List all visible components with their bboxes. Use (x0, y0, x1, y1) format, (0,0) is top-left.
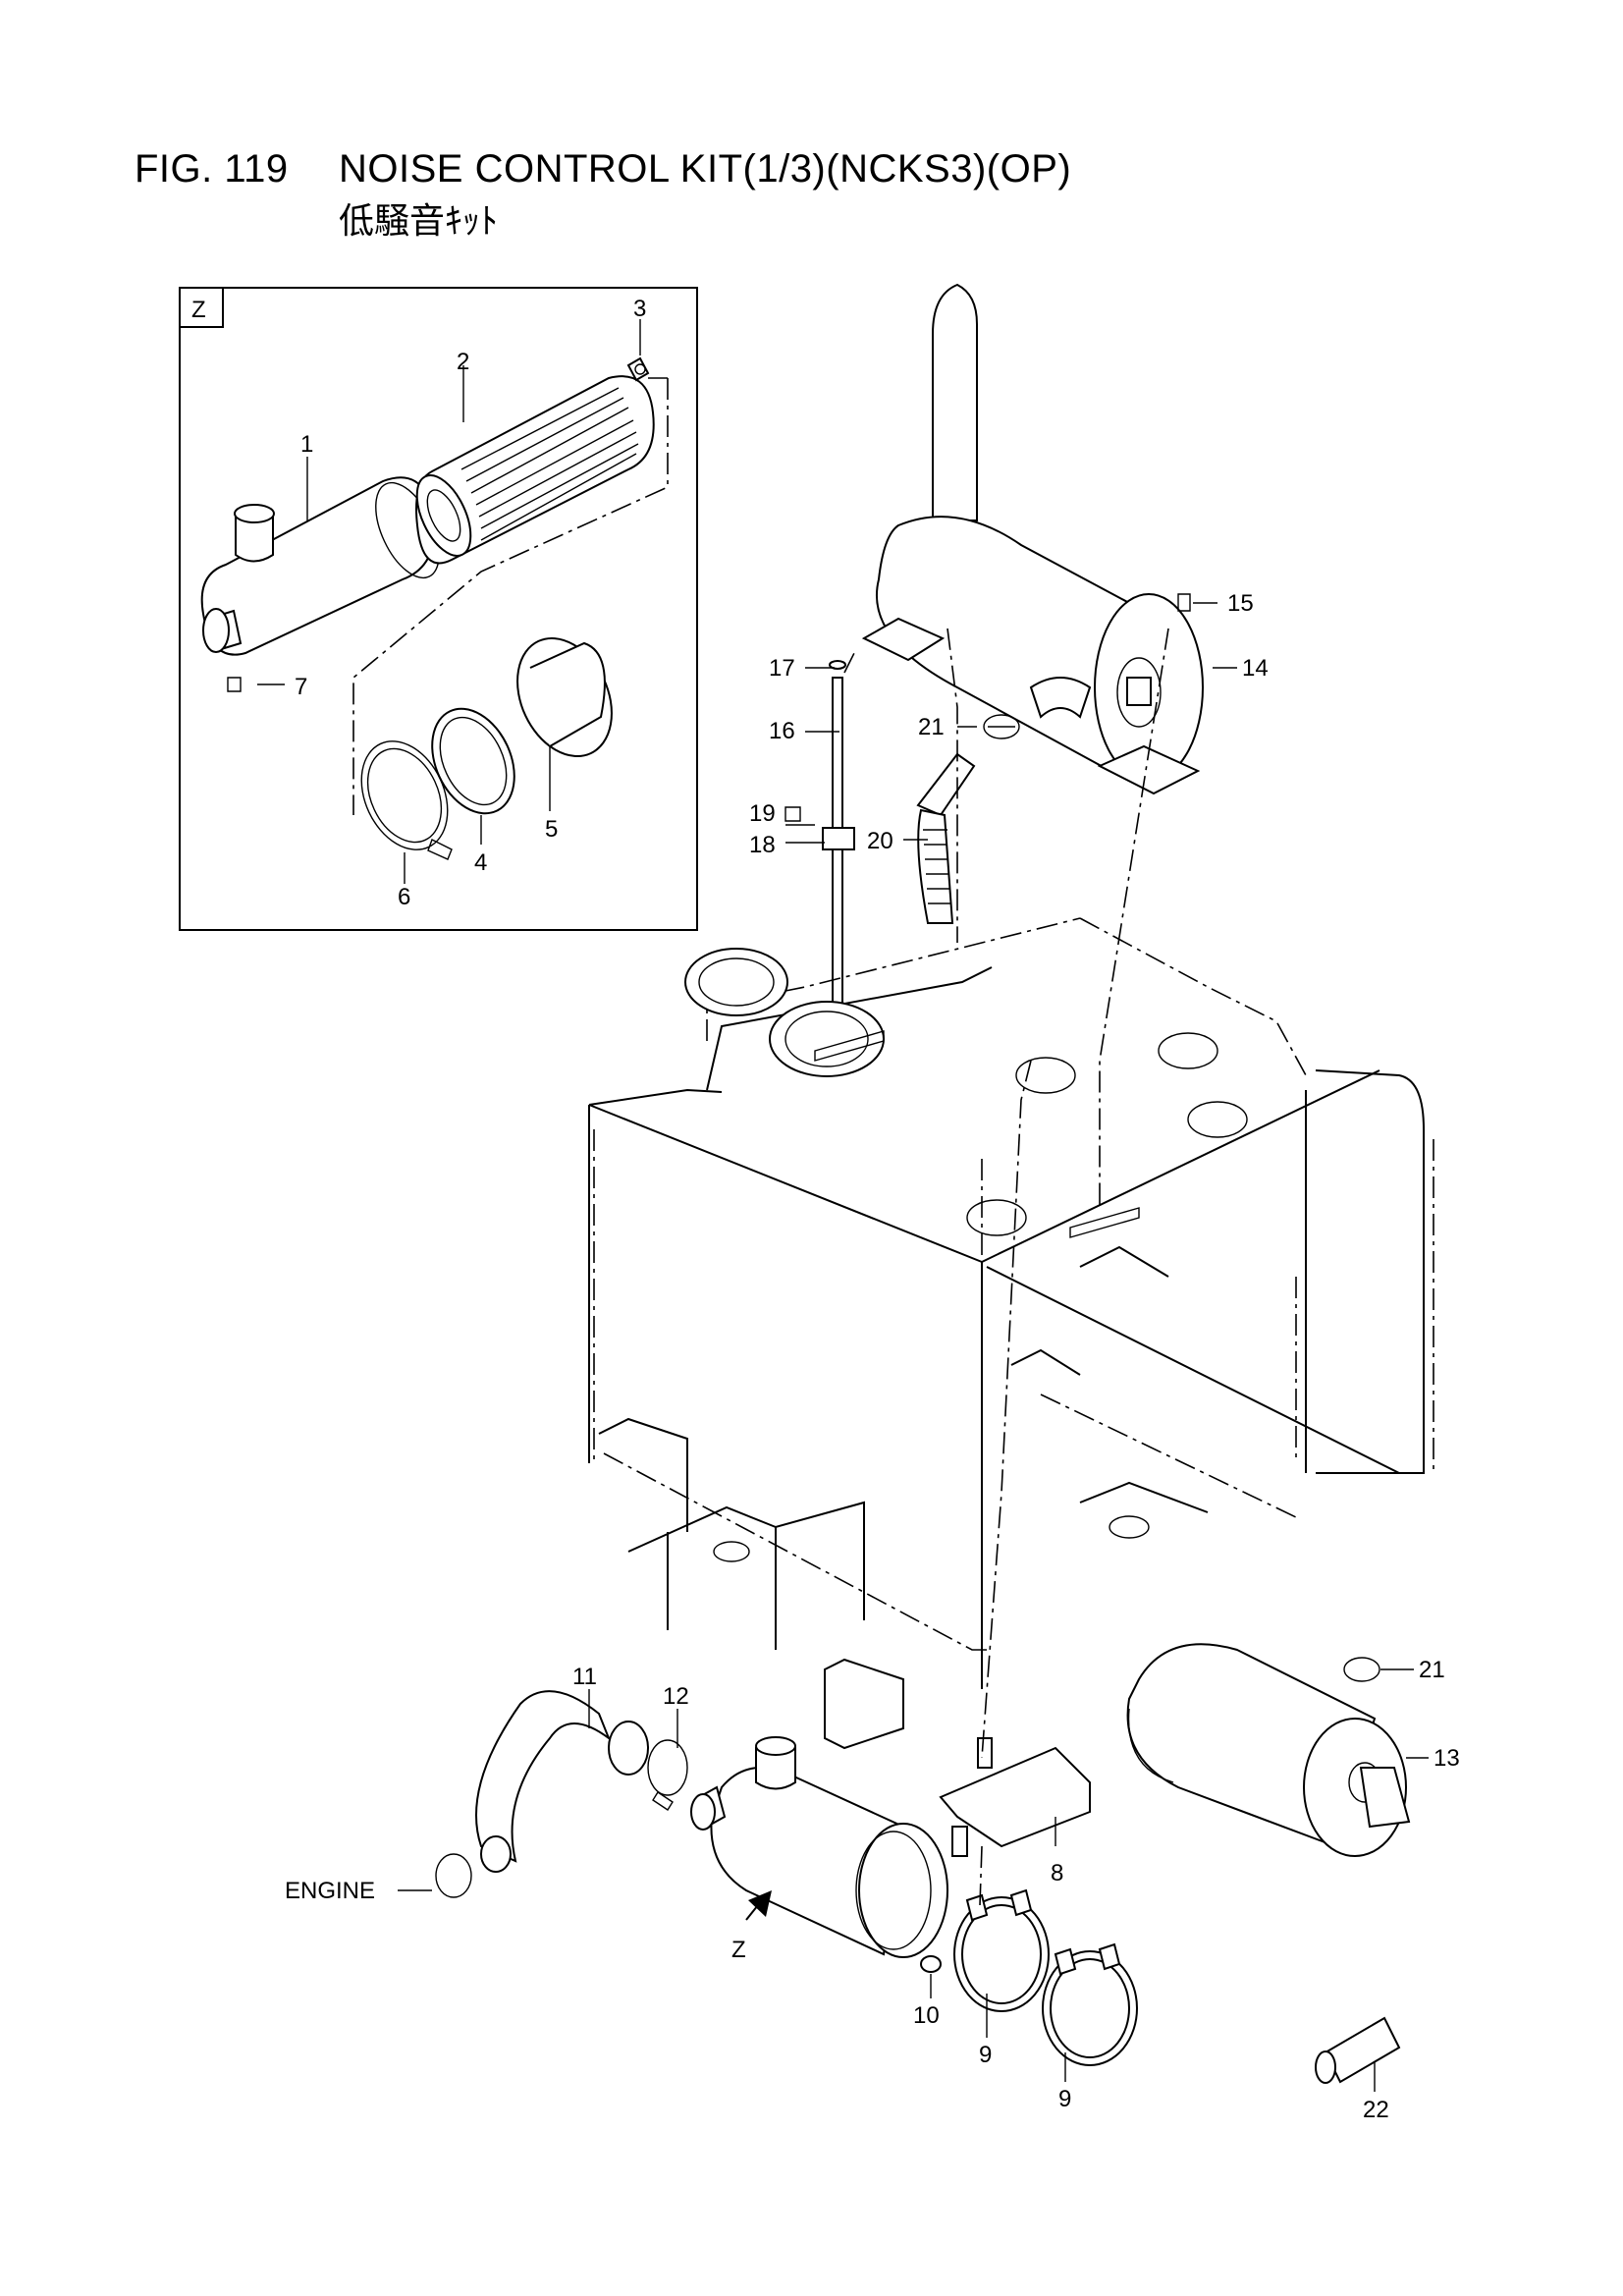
callout-17: 17 (769, 655, 795, 682)
muffler-assembly (861, 283, 1204, 795)
callout-6: 6 (398, 884, 410, 910)
callout-13: 13 (1434, 1745, 1460, 1772)
hose-clamp-lower (1343, 1657, 1380, 1682)
nut-10 (920, 1955, 942, 1973)
view-arrow-z (745, 1890, 772, 1921)
callout-18: 18 (749, 832, 776, 858)
view-z-label: Z (731, 1937, 746, 1963)
callout-20: 20 (867, 828, 893, 854)
callout-21-lower: 21 (1419, 1657, 1445, 1683)
detail-box-z: Z (179, 287, 698, 931)
callout-5: 5 (545, 816, 558, 843)
hose-band (431, 636, 613, 815)
machine-frame (588, 917, 1434, 1750)
support-rod (784, 660, 855, 1022)
muffler-lower (1126, 1643, 1411, 1857)
callout-9-b: 9 (1058, 2086, 1071, 2112)
figure-title: NOISE CONTROL KIT(1/3)(NCKS3)(OP) (339, 147, 1072, 191)
clamp-12 (647, 1739, 688, 1811)
callout-21-upper: 21 (918, 714, 945, 740)
detail-box-label: Z (191, 297, 206, 323)
callout-10: 10 (913, 2002, 940, 2029)
air-cleaner-lower (690, 1736, 948, 1958)
callout-22: 22 (1363, 2097, 1389, 2123)
hose-clamp-upper (983, 714, 1020, 739)
intake-hose (475, 1690, 649, 1873)
wing-nut (626, 356, 650, 382)
mounting-plate (939, 1737, 1091, 1857)
callout-4: 4 (474, 849, 487, 876)
filter-element (415, 375, 655, 565)
air-cleaner-body (200, 476, 440, 692)
figure-number: FIG. 119 (135, 147, 289, 191)
flexible-hose (916, 752, 976, 924)
callout-7: 7 (295, 674, 307, 700)
clamp (360, 740, 453, 860)
band-clamp-9a (953, 1888, 1050, 2012)
figure-subtitle: 低騒音ｷｯﾄ (339, 200, 499, 241)
callout-12: 12 (663, 1683, 689, 1710)
engine-label: ENGINE (285, 1878, 375, 1904)
callout-3: 3 (633, 296, 646, 322)
band-clamp-9b (1042, 1942, 1138, 2066)
callout-8: 8 (1051, 1860, 1063, 1886)
engine-clamp (435, 1853, 472, 1898)
callout-2: 2 (457, 349, 469, 375)
sealant-tube (1315, 2016, 1401, 2084)
callout-15: 15 (1227, 590, 1254, 617)
callout-9-a: 9 (979, 2042, 992, 2068)
callout-1: 1 (300, 431, 313, 458)
callout-11: 11 (572, 1664, 597, 1690)
callout-19: 19 (749, 800, 776, 827)
callout-16: 16 (769, 718, 795, 744)
callout-14: 14 (1242, 655, 1269, 682)
